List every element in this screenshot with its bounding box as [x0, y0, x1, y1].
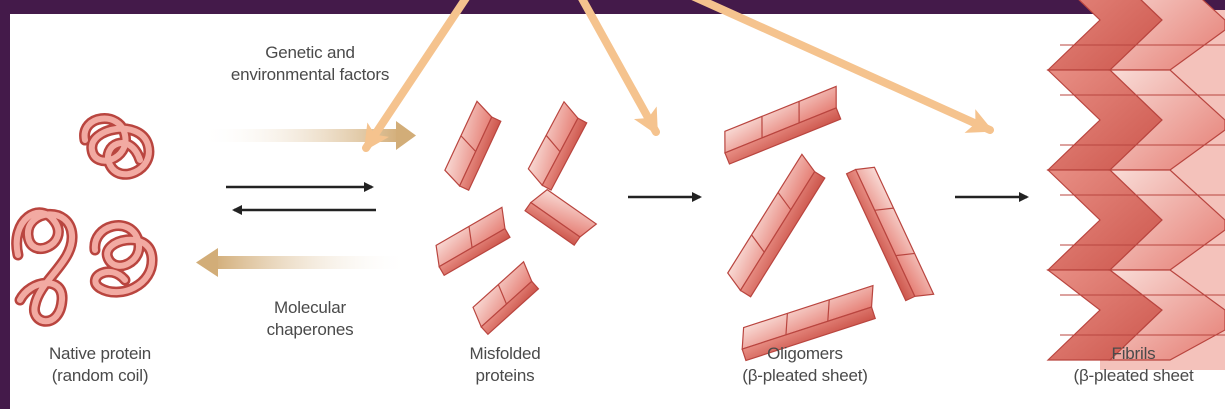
misfolded-block-1: [441, 101, 504, 190]
coil-2: [85, 119, 149, 175]
coil-3: [95, 226, 152, 293]
stage-label-oligomers: Oligomers (β-pleated sheet): [705, 343, 905, 387]
oligomers: [717, 86, 933, 360]
oligomer-3: [847, 162, 934, 306]
misfolded-block-4: [525, 186, 596, 248]
fibrils: [1048, 0, 1225, 370]
chaperones-label: Molecular chaperones: [225, 297, 395, 341]
chaperones-arrow: [196, 248, 410, 277]
oligomer-1: [717, 86, 848, 164]
stage-label-fibrils: Fibrils (β-pleated sheet: [1042, 343, 1225, 387]
misfolded-block-5: [468, 262, 544, 334]
factors-label: Genetic and environmental factors: [190, 42, 430, 86]
native-protein-coils: [17, 119, 152, 322]
pointer-arrows: [366, 0, 990, 148]
coil-1: [17, 213, 72, 321]
equilibrium-arrows: [226, 187, 376, 210]
misfolded-block-3: [429, 207, 517, 275]
pointer-arrow-3: [690, 0, 990, 130]
misfolded-proteins: [429, 101, 596, 334]
oligomer-2: [723, 154, 829, 296]
misfolded-block-2: [525, 102, 591, 190]
pointer-arrow-2: [580, 0, 656, 132]
stage-label-native: Native protein (random coil): [10, 343, 190, 387]
stage-label-misfolded: Misfolded proteins: [440, 343, 570, 387]
